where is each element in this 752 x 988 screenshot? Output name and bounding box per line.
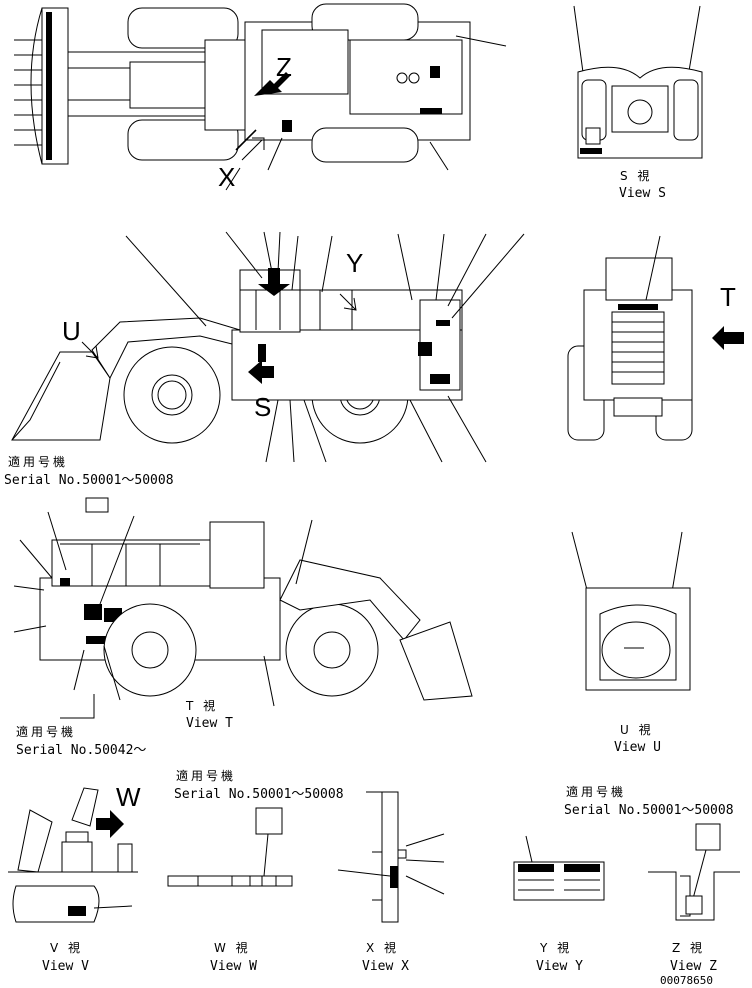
- view-w-drawing: 適用号機 Serial No.50001～50008 W 視 View W: [167, 768, 344, 974]
- view-u-en: View U: [614, 740, 661, 755]
- callout-y: Y: [346, 248, 363, 278]
- callout-u: U: [62, 316, 81, 346]
- view-w-jp: W 視: [214, 940, 251, 955]
- note2-jp: 適用号機: [16, 724, 76, 739]
- callout-s: S: [254, 392, 271, 422]
- drawing-number: 00078650: [660, 974, 713, 987]
- rear-view: T: [567, 235, 744, 441]
- top-plan-view: X Z: [14, 3, 507, 192]
- callout-w: W: [116, 782, 141, 812]
- note1-serial: Serial No.50001～50008: [4, 473, 174, 488]
- side-view-left: U Y S 適用号機 Serial No.50001～50008: [4, 231, 525, 488]
- note3-jp: 適用号機: [176, 768, 236, 783]
- note2-serial: Serial No.50042～: [16, 743, 146, 758]
- view-x-en: View X: [362, 959, 409, 974]
- note3-serial: Serial No.50001～50008: [174, 787, 344, 802]
- view-s-en: View S: [619, 186, 666, 201]
- view-u-jp: U 視: [620, 722, 654, 737]
- view-y-jp: Y 視: [539, 940, 572, 955]
- view-z-en: View Z: [670, 959, 717, 974]
- view-v-en: View V: [42, 959, 89, 974]
- view-t-jp: T 視: [185, 698, 218, 713]
- note1-jp: 適用号機: [8, 454, 68, 469]
- callout-x-top: X: [218, 162, 235, 192]
- view-y-drawing: Y 視 View Y: [513, 835, 605, 974]
- note4-jp: 適用号機: [566, 784, 626, 799]
- view-v-jp: V 視: [50, 940, 83, 955]
- view-y-en: View Y: [536, 959, 583, 974]
- callout-z: Z: [276, 52, 292, 82]
- note4-serial: Serial No.50001～50008: [564, 803, 734, 818]
- view-z-drawing: 適用号機 Serial No.50001～50008 Z 視 View Z: [564, 784, 740, 974]
- view-s-jp: S 視: [620, 168, 652, 183]
- view-z-jp: Z 視: [672, 940, 705, 955]
- view-t-drawing: T 視 View T 適用号機 Serial No.50042～: [13, 497, 473, 758]
- view-u-drawing: U 視 View U: [571, 531, 691, 755]
- view-s-drawing: S 視 View S: [573, 5, 703, 201]
- view-w-en: View W: [210, 959, 257, 974]
- view-t-en: View T: [186, 716, 233, 731]
- callout-t: T: [720, 282, 736, 312]
- view-x-jp: X 視: [366, 940, 399, 955]
- view-v-drawing: W V 視 View V: [8, 782, 141, 974]
- view-x-drawing: X 視 View X: [337, 791, 445, 974]
